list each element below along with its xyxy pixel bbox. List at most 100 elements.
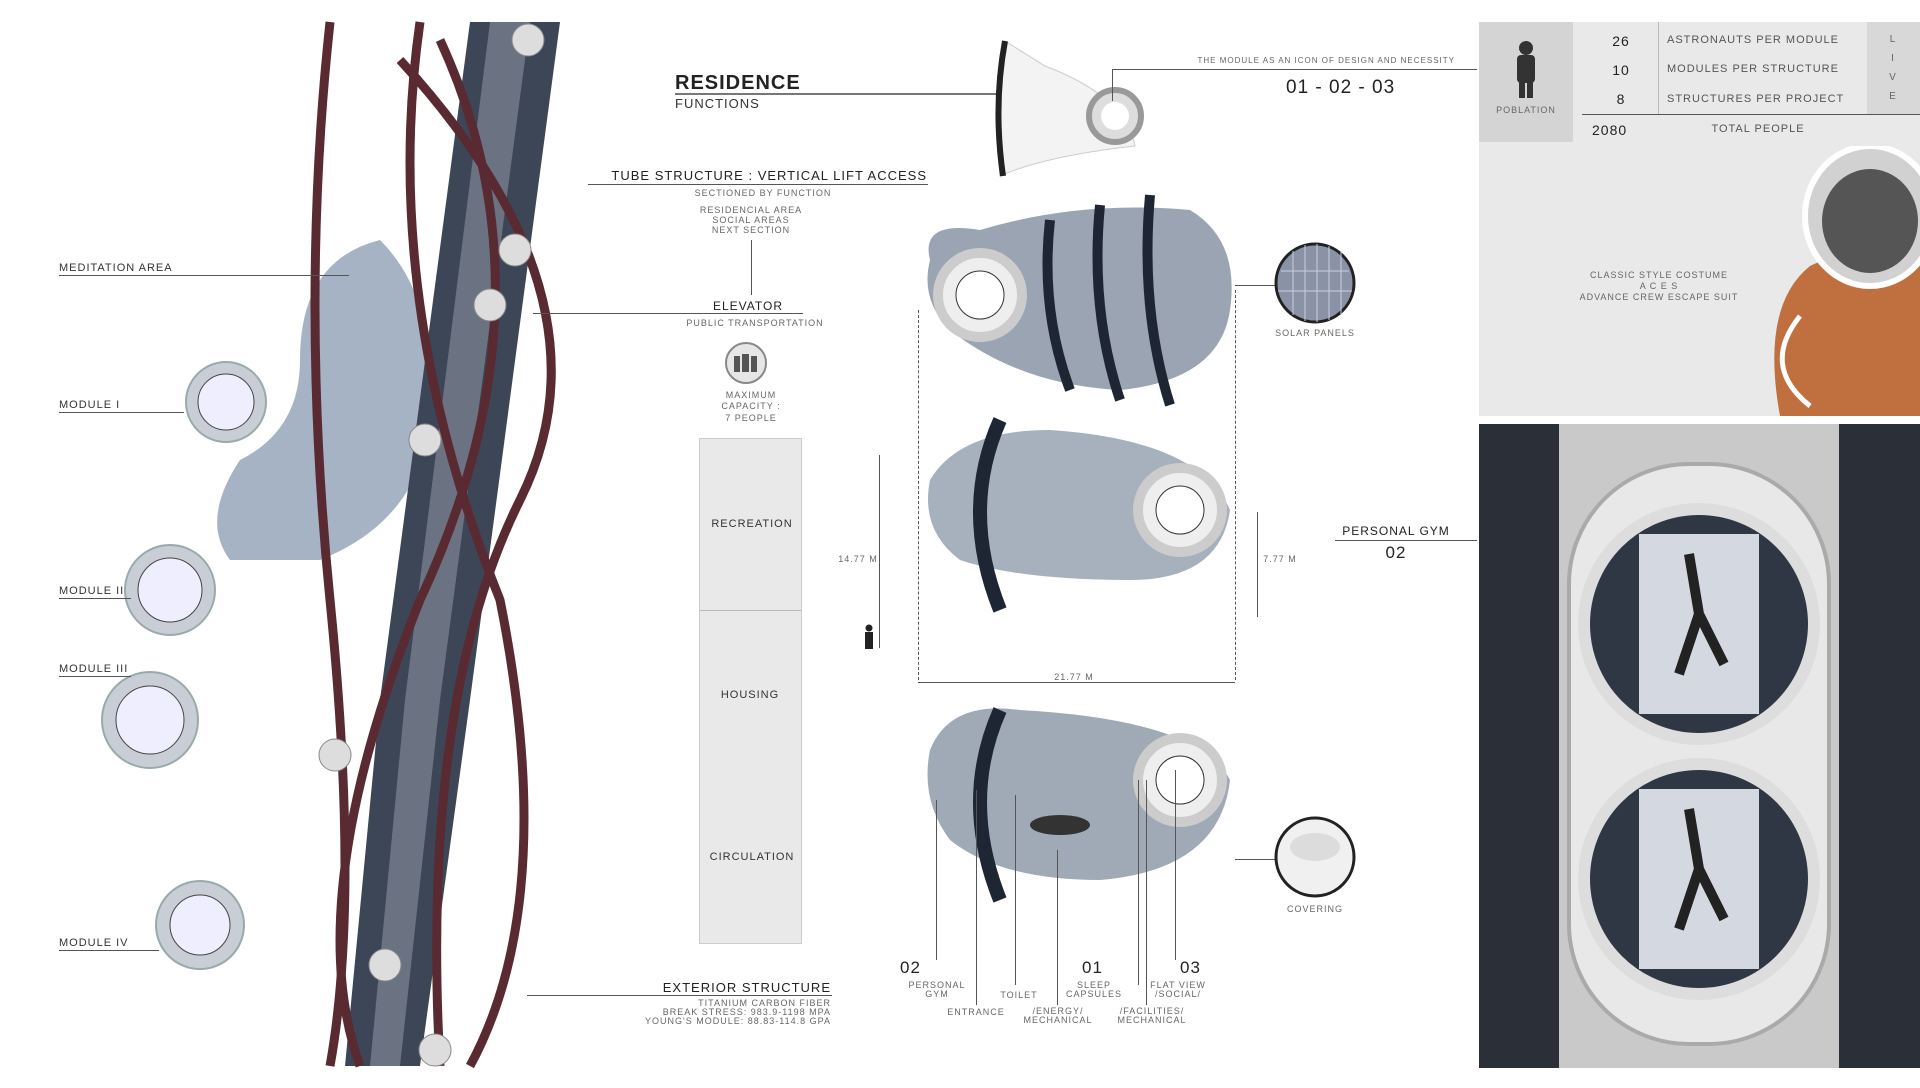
label-meditation-area: MEDITATION AREA [59, 262, 173, 274]
leader-line [1138, 780, 1139, 985]
module-side-view [995, 40, 1144, 177]
module-caption: THE MODULE AS AN ICON OF DESIGN AND NECE… [1197, 56, 1455, 65]
exterior-line: YOUNG'S MODULE: 88.83-114.8 GPA [645, 1016, 831, 1026]
total-label: TOTAL PEOPLE [1711, 123, 1805, 135]
stat-label: ASTRONAUTS PER MODULE [1667, 34, 1839, 46]
label-module-1: MODULE I [59, 399, 121, 411]
stat-value: 26 [1612, 33, 1630, 49]
part-number-02: 02 [900, 958, 921, 977]
dimension-line [918, 310, 919, 680]
live-column [1867, 22, 1920, 115]
exterior-title: EXTERIOR STRUCTURE [662, 980, 831, 995]
covering-label: COVERING [1286, 904, 1344, 914]
label-module-2: MODULE II [59, 585, 125, 597]
dimension-line [918, 682, 1235, 683]
part-personal-gym: PERSONAL GYM [908, 980, 966, 999]
stat-label: STRUCTURES PER PROJECT [1667, 93, 1845, 105]
leader-line [1235, 285, 1275, 286]
dimension-height: 14.77 M [838, 554, 878, 564]
part-toilet: TOILET [1000, 990, 1038, 1000]
dimension-line [1257, 512, 1258, 617]
capacity-line: 7 PEOPLE [725, 413, 777, 423]
capacity-line: MAXIMUM [725, 390, 777, 400]
leader-line [59, 676, 131, 677]
suit-line-1: CLASSIC STYLE COSTUME [1589, 270, 1729, 280]
stat-label: MODULES PER STRUCTURE [1667, 63, 1839, 75]
leader-line [1057, 850, 1058, 1005]
dimension-line [879, 455, 880, 648]
tube-item: NEXT SECTION [711, 225, 791, 235]
covering-swatch [1274, 816, 1356, 898]
label-module-4: MODULE IV [59, 937, 129, 949]
leader-line [976, 790, 977, 1005]
module-renders [927, 194, 1232, 903]
dimension-inner: 7.77 M [1263, 554, 1297, 564]
stat-value: 8 [1616, 91, 1626, 107]
leader-line [527, 995, 832, 996]
part-number-03: 03 [1180, 958, 1201, 977]
section-recreation: RECREATION [711, 518, 793, 530]
dimension-line [1235, 290, 1236, 680]
leader-line [1175, 770, 1176, 960]
total-value: 2080 [1592, 122, 1628, 138]
astronaut-photo [1774, 146, 1920, 416]
leader-line [1146, 780, 1147, 1005]
gym-title: PERSONAL GYM [1342, 524, 1450, 538]
label-module-3: MODULE III [59, 663, 129, 675]
title-underline [675, 93, 1005, 95]
tube-item: SOCIAL AREAS [712, 215, 790, 225]
solar-label: SOLAR PANELS [1275, 328, 1355, 338]
divider [1658, 22, 1659, 115]
leader-line [59, 412, 184, 413]
leader-line [1335, 540, 1477, 541]
divider [699, 610, 802, 611]
suit-line-2: A C E S [1639, 281, 1679, 291]
part-facilities: /FACILITIES/ MECHANICAL [1117, 1006, 1187, 1025]
exterior-line: BREAK STRESS: 983.9-1198 MPA [662, 1007, 831, 1017]
cables [310, 21, 556, 1069]
part-sleep-capsules: SLEEP CAPSULES [1065, 980, 1123, 999]
section-circulation: CIRCULATION [709, 851, 795, 863]
meditation-pod [217, 240, 432, 560]
suit-line-3: ADVANCE CREW ESCAPE SUIT [1579, 292, 1739, 302]
leader-line [59, 275, 349, 276]
leader-line [588, 184, 928, 185]
elevator-title: ELEVATOR [712, 299, 784, 313]
part-flat-view: FLAT VIEW /SOCIAL/ [1150, 980, 1206, 999]
leader-line [59, 598, 131, 599]
page-title: RESIDENCE [675, 72, 801, 94]
tower-illustration [101, 21, 560, 1069]
live-letter: E [1889, 91, 1897, 102]
person-silhouette-icon [1517, 41, 1535, 98]
solar-panel-swatch [1274, 242, 1356, 324]
section-bar [699, 438, 802, 944]
live-letter: L [1889, 34, 1897, 45]
part-entrance: ENTRANCE [947, 1007, 1005, 1017]
leader-line [1235, 859, 1275, 860]
leader-line [936, 800, 937, 960]
person-scale-icon [865, 624, 873, 649]
elevator-cabin-icon [725, 342, 767, 384]
leader-line [1112, 69, 1477, 70]
part-energy: /ENERGY/ MECHANICAL [1023, 1006, 1093, 1025]
population-label: POBLATION [1496, 105, 1556, 115]
leader-line [59, 950, 159, 951]
part-number-01: 01 [1082, 958, 1103, 977]
live-letter: I [1891, 53, 1895, 64]
module-numbers: 01 - 02 - 03 [1286, 77, 1396, 98]
capacity-line: CAPACITY : [721, 401, 781, 411]
exterior-line: TITANIUM CARBON FIBER [698, 998, 831, 1008]
gym-render [1479, 424, 1920, 1068]
leader-line [1015, 795, 1016, 985]
live-letter: V [1889, 72, 1897, 83]
page-subtitle: FUNCTIONS [675, 96, 760, 111]
module-section-render [928, 417, 1230, 613]
gym-number: 02 [1385, 543, 1407, 562]
stat-value: 10 [1612, 62, 1630, 78]
leader-line [533, 313, 803, 314]
elevator-cabins [318, 23, 545, 1067]
elevator-subtitle: PUBLIC TRANSPORTATION [686, 318, 824, 328]
leader-line [751, 240, 752, 295]
leader-line [1112, 69, 1113, 101]
dimension-width: 21.77 M [1054, 672, 1094, 682]
